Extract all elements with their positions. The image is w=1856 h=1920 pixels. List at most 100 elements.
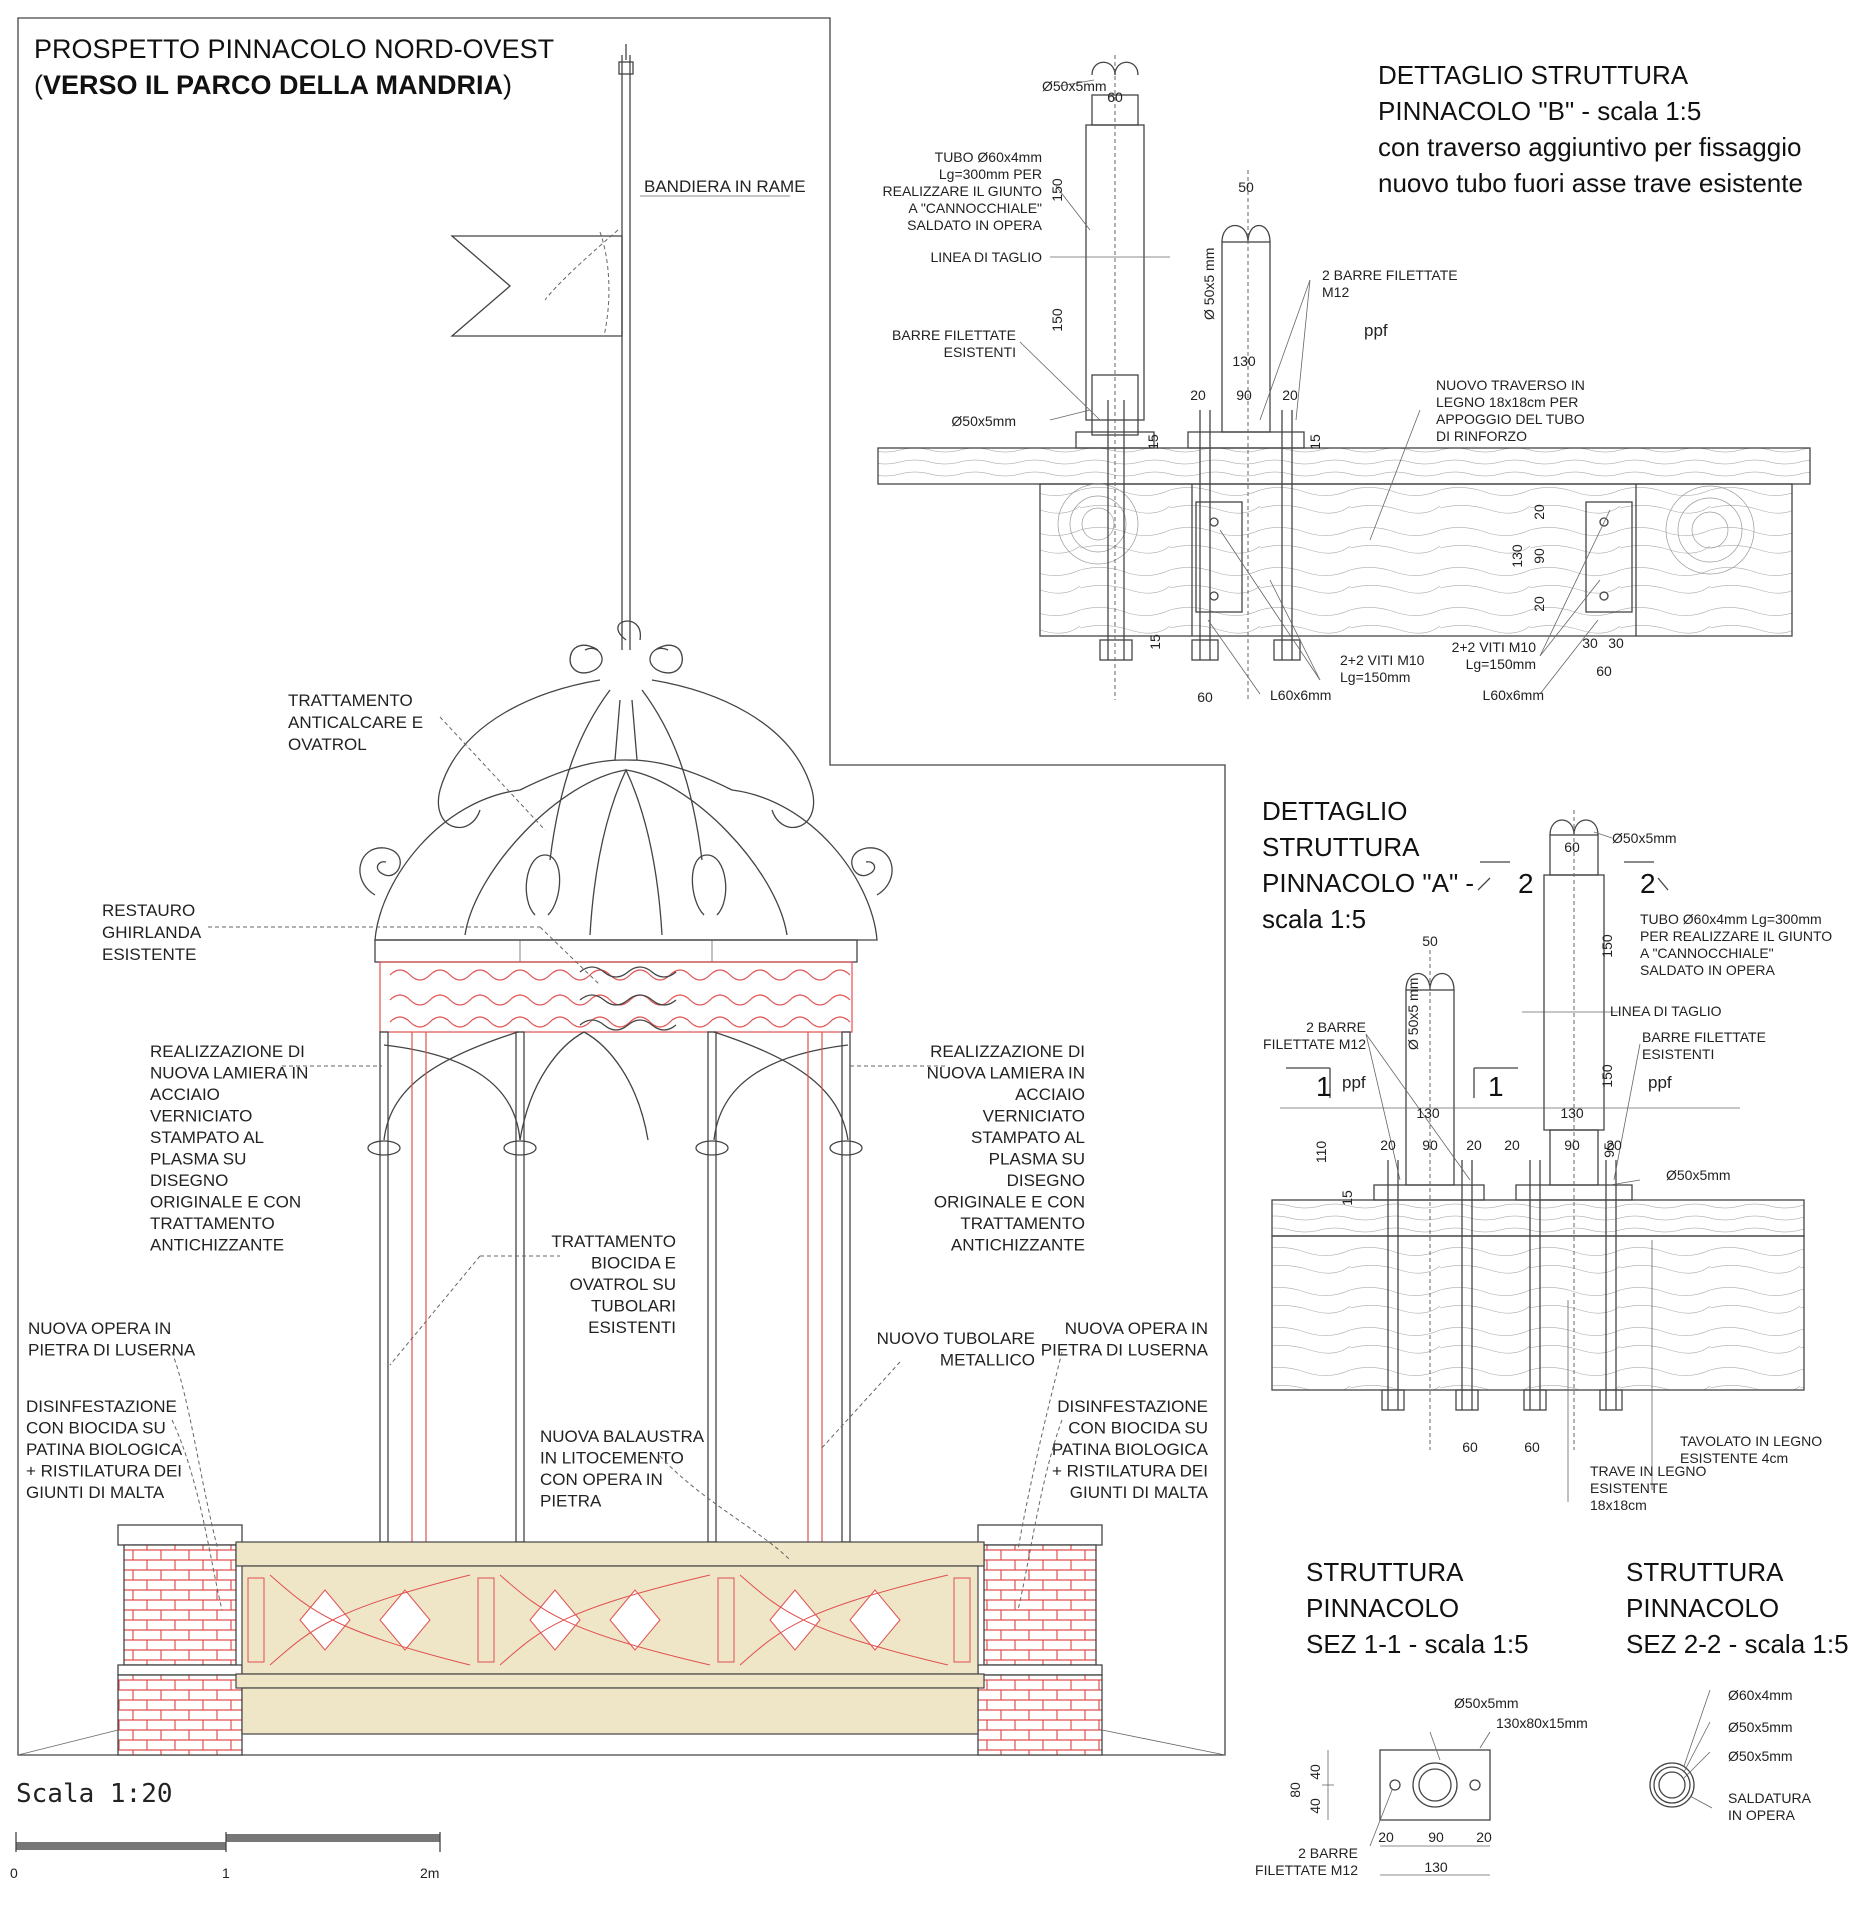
label-trattamento-3: OVATROL <box>288 735 367 754</box>
label-disinf-right-line-3: PATINA BIOLOGICA <box>1052 1440 1209 1459</box>
detail-a-tubo-line-4: SALDATO IN OPERA <box>1640 962 1776 978</box>
label-lamiera-left-line-3: ACCIAIO <box>150 1085 220 1104</box>
label-disinf-left-line-1: DISINFESTAZIONE <box>26 1397 177 1416</box>
label-opera-left-line-2: PIETRA DI LUSERNA <box>28 1341 196 1360</box>
section-11-plate <box>1322 1731 1491 1876</box>
section-11-title-line-3: SEZ 1-1 - scala 1:5 <box>1306 1629 1529 1659</box>
section-mark-2-left: 2 <box>1518 868 1534 899</box>
detail-b-title-line-1: DETTAGLIO STRUTTURA <box>1378 60 1689 90</box>
detail-a-tubo-line-3: A "CANNOCCHIALE" <box>1640 945 1774 961</box>
detail-b-traverso-line-3: APPOGGIO DEL TUBO <box>1436 411 1585 427</box>
detail-b-tubo-line-3: REALIZZARE IL GIUNTO <box>883 183 1043 199</box>
label-lamiera-right-line-6: PLASMA SU <box>989 1150 1085 1169</box>
section-markers <box>1286 861 1669 1098</box>
detail-b-traverso-line-1: NUOVO TRAVERSO IN <box>1436 377 1585 393</box>
end-grain-left <box>1057 483 1139 565</box>
detail-b-dim-60: 60 <box>1107 89 1123 105</box>
section-22-weld-line-2: IN OPERA <box>1728 1807 1796 1823</box>
detail-b-angle2-label: L60x6mm <box>1483 687 1544 703</box>
detail-a-barre-esist-line-1: BARRE FILETTATE <box>1642 1029 1766 1045</box>
elevation-title-line1: PROSPETTO PINNACOLO NORD-OVEST <box>34 34 554 64</box>
label-lamiera-right-line-9: TRATTAMENTO <box>960 1214 1085 1233</box>
label-lamiera-right-line-10: ANTICHIZZANTE <box>951 1236 1085 1255</box>
detail-b-viti1-line-2: Lg=150mm <box>1340 669 1410 685</box>
detail-a-dim-130b: 130 <box>1560 1105 1584 1121</box>
detail-a-tavolato-line-1: TAVOLATO IN LEGNO <box>1680 1433 1822 1449</box>
detail-a-dim-20d: 20 <box>1606 1137 1622 1153</box>
detail-b-barre-esist-line-2: ESISTENTI <box>944 344 1016 360</box>
detail-b-dim-20c: 20 <box>1531 504 1547 520</box>
detail-b-ppf-label: ppf <box>1364 321 1388 340</box>
detail-a-dim-60: 60 <box>1564 839 1580 855</box>
section-22-inner1-label: Ø50x5mm <box>1728 1719 1793 1735</box>
canopy-cornice <box>374 939 858 963</box>
end-grain-right <box>1665 485 1755 575</box>
detail-a-dim-15: 15 <box>1339 1190 1355 1206</box>
detail-b-dim-150a: 150 <box>1049 178 1065 202</box>
label-lamiera-left-line-9: TRATTAMENTO <box>150 1214 275 1233</box>
detail-b-dim-15a: 15 <box>1145 434 1161 450</box>
detail-b-dim-15c: 15 <box>1147 634 1163 650</box>
detail-a-trave-line-3: 18x18cm <box>1590 1497 1647 1513</box>
label-lamiera-right-line-5: STAMPATO AL <box>971 1128 1085 1147</box>
detail-a-dim-130a: 130 <box>1416 1105 1440 1121</box>
label-flag: BANDIERA IN RAME <box>644 177 806 196</box>
section-22-outer-label: Ø60x4mm <box>1728 1687 1793 1703</box>
detail-a-dim-60b: 60 <box>1524 1439 1540 1455</box>
section-22-title-line-2: PINNACOLO <box>1626 1593 1779 1623</box>
label-disinf-right-line-1: DISINFESTAZIONE <box>1057 1397 1208 1416</box>
detail-b-barre-m12-line-2: M12 <box>1322 284 1349 300</box>
detail-b-dim-20a: 20 <box>1190 387 1206 403</box>
detail-b-tube-top-label: Ø50x5mm <box>1042 78 1107 94</box>
label-tubolare-line-2: METALLICO <box>940 1351 1035 1370</box>
detail-b-dim-60c: 60 <box>1596 663 1612 679</box>
detail-a-title-line-1: DETTAGLIO <box>1262 796 1407 826</box>
detail-a-dim-90b: 90 <box>1564 1137 1580 1153</box>
label-lamiera-right-line-7: DISEGNO <box>1007 1171 1085 1190</box>
detail-b-dim-130v: 130 <box>1509 544 1525 568</box>
label-lamiera-left-line-5: STAMPATO AL <box>150 1128 264 1147</box>
detail-b-angle1-label: L60x6mm <box>1270 687 1331 703</box>
label-opera-left-line-1: NUOVA OPERA IN <box>28 1319 171 1338</box>
arches <box>383 1031 849 1141</box>
label-lamiera-left-line-4: VERNICIATO <box>150 1107 252 1126</box>
label-balaustra-line-1: NUOVA BALAUSTRA <box>540 1427 705 1446</box>
label-biocida-line-2: BIOCIDA E <box>591 1254 676 1273</box>
detail-b-dim-150b: 150 <box>1049 308 1065 332</box>
detail-a-dim-90a: 90 <box>1422 1137 1438 1153</box>
section-mark-1-left: 1 <box>1316 1071 1332 1102</box>
label-tubolare-line-1: NUOVO TUBOLARE <box>877 1329 1035 1348</box>
label-opera-left: NUOVA OPERA IN PIETRA DI LUSERNA <box>28 1319 196 1360</box>
label-biocida-line-4: TUBOLARI <box>591 1297 676 1316</box>
scale-tick-2: 2m <box>420 1865 439 1881</box>
detail-b-dim-20d: 20 <box>1531 596 1547 612</box>
section-11-barre-line-1: 2 BARRE <box>1298 1845 1358 1861</box>
label-lamiera-left-line-8: ORIGINALE E CON <box>150 1193 301 1212</box>
detail-b-taglio-label: LINEA DI TAGLIO <box>930 249 1042 265</box>
detail-b-dim-60b: 60 <box>1197 689 1213 705</box>
detail-a-trave-line-1: TRAVE IN LEGNO <box>1590 1463 1707 1479</box>
label-lamiera-left-line-1: REALIZZAZIONE DI <box>150 1042 305 1061</box>
section-22-inner2-label: Ø50x5mm <box>1728 1748 1793 1764</box>
crown-scrolls <box>437 620 815 861</box>
label-trattamento-2: ANTICALCARE E <box>288 713 423 732</box>
detail-a-tube-vertical-label: Ø 50x5 mm <box>1405 978 1421 1050</box>
detail-b-title-line-4: nuovo tubo fuori asse trave esistente <box>1378 168 1803 198</box>
section-11-dim-130: 130 <box>1424 1859 1448 1875</box>
dome <box>359 759 893 941</box>
label-lamiera-left-line-6: PLASMA SU <box>150 1150 246 1169</box>
detail-a-ppf2-label: ppf <box>1648 1073 1672 1092</box>
scale-bar <box>15 1832 441 1852</box>
section-11-tube-label: Ø50x5mm <box>1454 1695 1519 1711</box>
section-11-dim-20a: 20 <box>1378 1829 1394 1845</box>
section-11-dim-90: 90 <box>1428 1829 1444 1845</box>
detail-a-tavolato-line-2: ESISTENTE 4cm <box>1680 1450 1788 1466</box>
label-disinf-right-line-4: + RISTILATURA DEI <box>1052 1462 1208 1481</box>
